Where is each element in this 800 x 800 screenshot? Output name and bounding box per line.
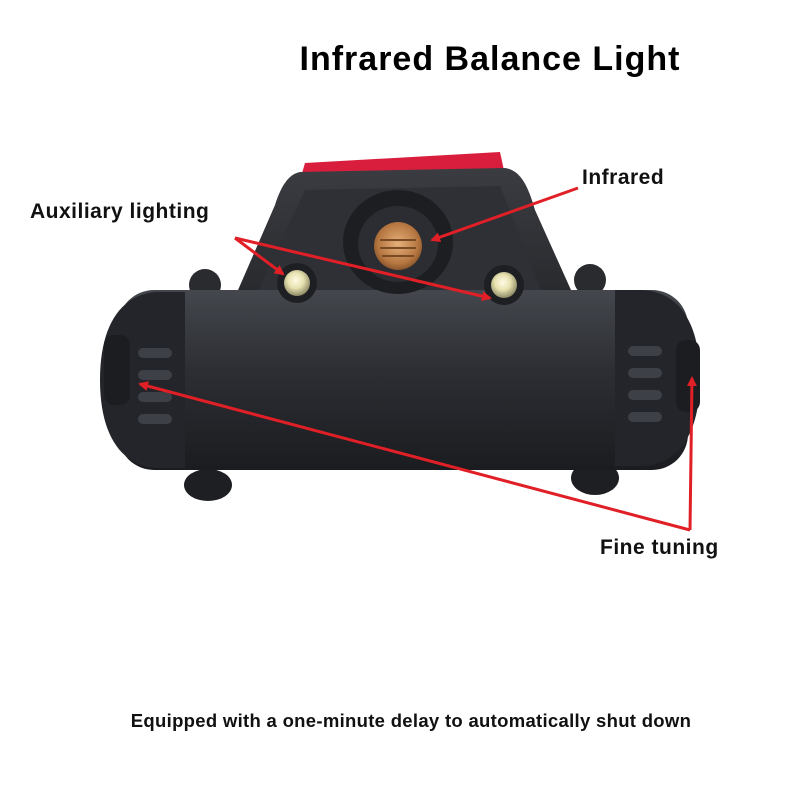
left-led	[277, 263, 317, 303]
left-foot	[184, 469, 232, 501]
right-clip	[574, 264, 606, 296]
page-title: Infrared Balance Light	[299, 40, 681, 78]
auxiliary-lighting-label: Auxiliary lighting	[30, 200, 210, 223]
arrow-aux-right	[234, 236, 492, 302]
fine-tuning-label: Fine tuning	[600, 536, 719, 559]
arrow-infrared	[430, 186, 579, 243]
right-adjuster-knob	[676, 340, 700, 412]
arrow-fine-right	[686, 376, 697, 531]
feature-caption: Equipped with a one-minute delay to auto…	[130, 710, 692, 731]
infrared-sensor	[374, 222, 422, 270]
sensor-grid	[380, 239, 416, 257]
arrow-aux-left	[234, 236, 285, 276]
callout-arrows	[138, 186, 697, 532]
main-body	[118, 290, 688, 470]
infrared-label: Infrared	[582, 166, 665, 189]
left-adjuster-knob	[104, 335, 130, 405]
right-led	[484, 265, 524, 305]
arrow-fine-left	[138, 381, 691, 532]
left-ribs	[138, 348, 172, 424]
right-ribs	[628, 346, 662, 422]
